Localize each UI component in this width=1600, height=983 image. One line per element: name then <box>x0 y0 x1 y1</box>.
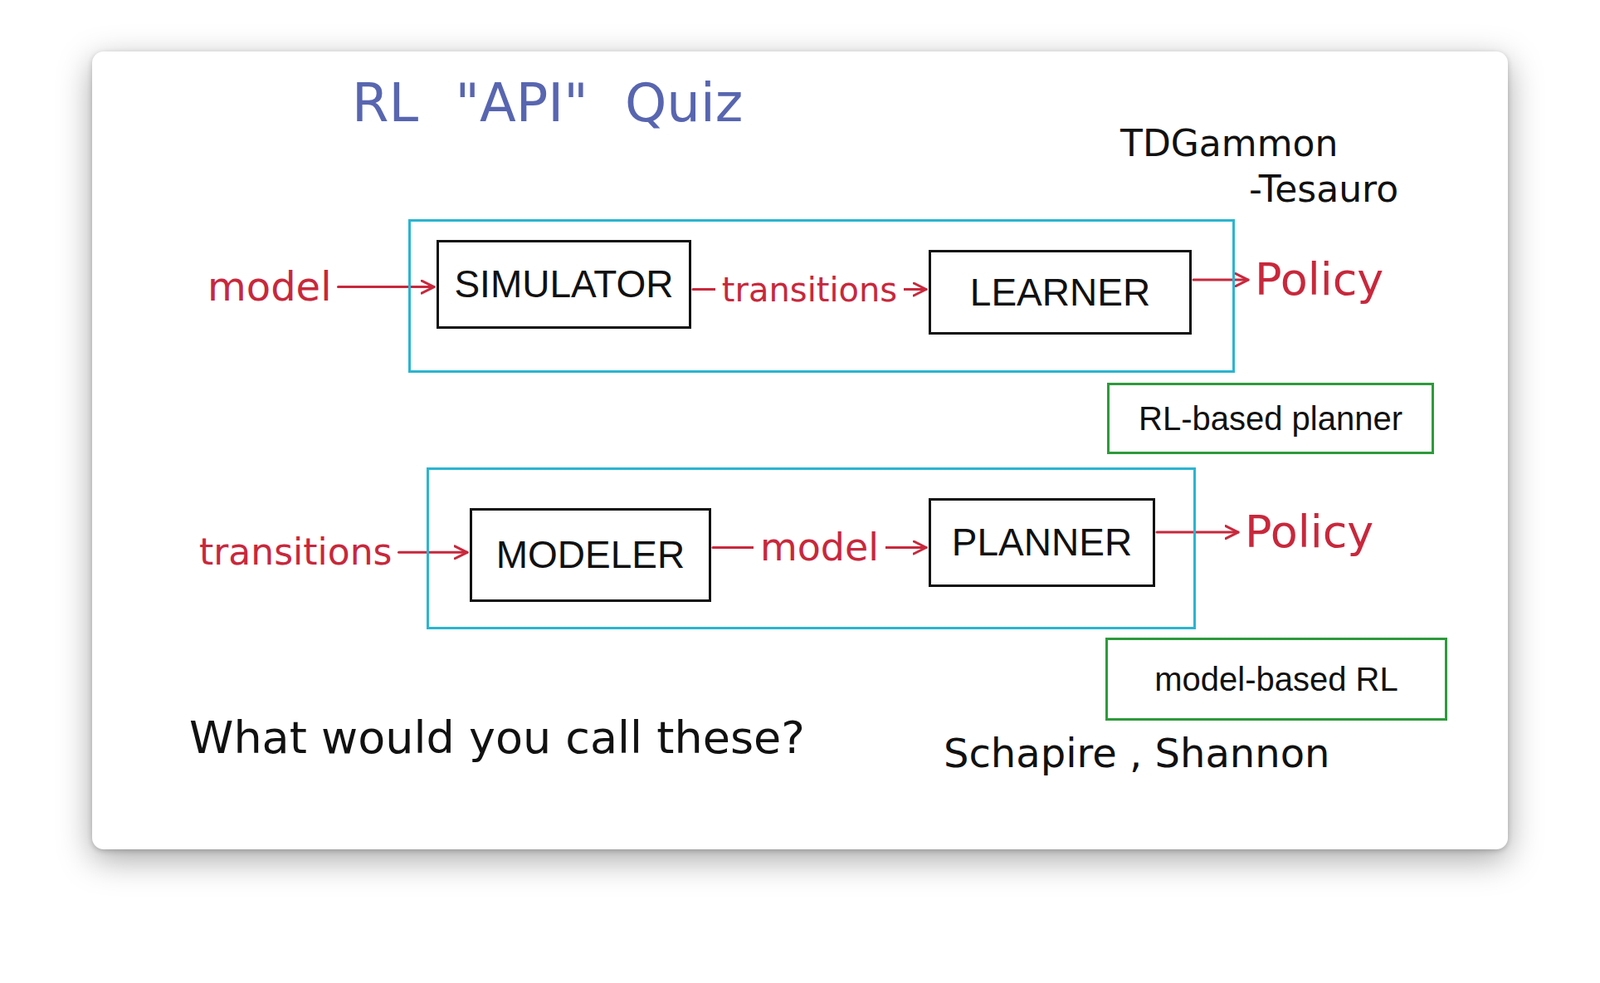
process-box: MODELER <box>469 507 712 602</box>
leader-arrow <box>399 551 468 554</box>
box-title: SIMULATOR <box>453 262 674 307</box>
leader-arrow <box>1193 278 1249 282</box>
box-title: MODELER <box>496 532 685 577</box>
diagram-title: RL "API" Quiz <box>351 73 743 135</box>
example-note: TDGammon <box>1120 122 1338 166</box>
question-text: What would you call these? <box>189 712 805 764</box>
leader-arrow <box>337 285 435 288</box>
box-title: PLANNER <box>951 520 1132 565</box>
edge-label: model <box>753 526 886 569</box>
box-title: LEARNER <box>970 270 1151 315</box>
tag-text: model-based RL <box>1154 659 1399 698</box>
input-label: transitions <box>199 531 393 574</box>
leader-arrow <box>1156 531 1239 534</box>
edge-label: transitions <box>715 271 904 308</box>
author-note: Schapire , Shannon <box>943 730 1330 776</box>
output-label: Policy <box>1254 253 1384 306</box>
output-label: Policy <box>1244 506 1374 558</box>
name-tag: RL-based planner <box>1107 382 1435 454</box>
process-box: LEARNER <box>928 249 1192 335</box>
process-box: PLANNER <box>928 497 1156 587</box>
input-label: model <box>207 263 332 310</box>
tag-text: RL-based planner <box>1138 399 1403 438</box>
author-note: -Tesauro <box>1248 168 1399 211</box>
name-tag: model-based RL <box>1105 637 1448 721</box>
process-box: SIMULATOR <box>436 239 692 329</box>
